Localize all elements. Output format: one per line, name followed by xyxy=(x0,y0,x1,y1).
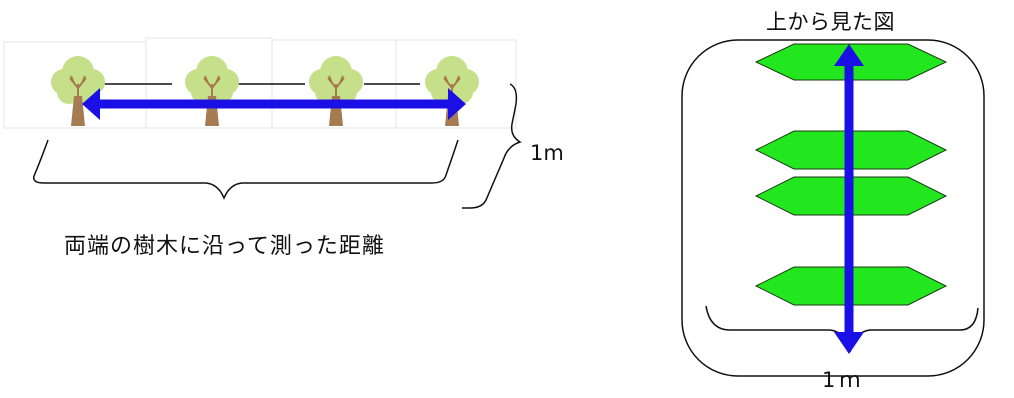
top-view-width-label: 1ｍ xyxy=(822,368,865,392)
left-caption: 両端の樹木に沿って測った距離 xyxy=(64,234,385,259)
bottom-brace xyxy=(32,139,459,200)
depth-brace xyxy=(462,83,522,209)
tree-3-icon xyxy=(308,55,364,127)
left-height-label: 1m xyxy=(530,141,564,165)
top-view-frame xyxy=(681,39,985,377)
top-view-plants xyxy=(754,43,948,306)
left-figure xyxy=(3,37,522,209)
top-view-title: 上から見た図 xyxy=(766,10,895,34)
top-view-arrow xyxy=(834,44,864,354)
bottom-bracket xyxy=(705,305,979,353)
left-distance-arrow xyxy=(82,88,466,120)
right-figure xyxy=(681,39,985,377)
tree-2-icon xyxy=(184,55,240,127)
